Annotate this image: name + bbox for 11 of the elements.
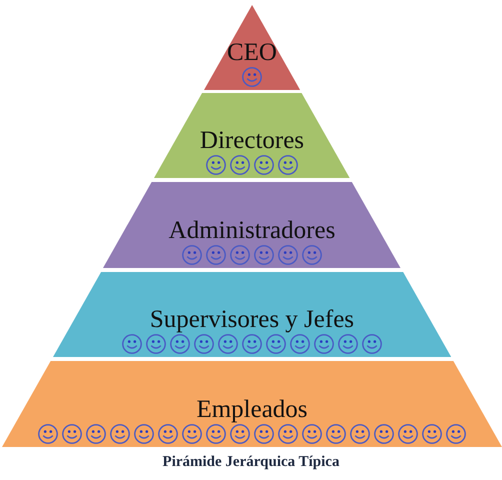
pyramid-level — [2, 361, 502, 447]
caption: Pirámide Jerárquica Típica — [162, 454, 340, 470]
pyramid-level — [103, 182, 401, 268]
level-label: CEO — [226, 39, 277, 66]
pyramid-level — [52, 272, 452, 357]
pyramid-level — [204, 5, 300, 90]
level-label: Empleados — [196, 396, 308, 423]
pyramid-level — [154, 93, 350, 178]
level-label: Supervisores y Jefes — [150, 306, 354, 333]
level-label: Directores — [200, 127, 304, 154]
level-label: Administradores — [168, 217, 336, 244]
